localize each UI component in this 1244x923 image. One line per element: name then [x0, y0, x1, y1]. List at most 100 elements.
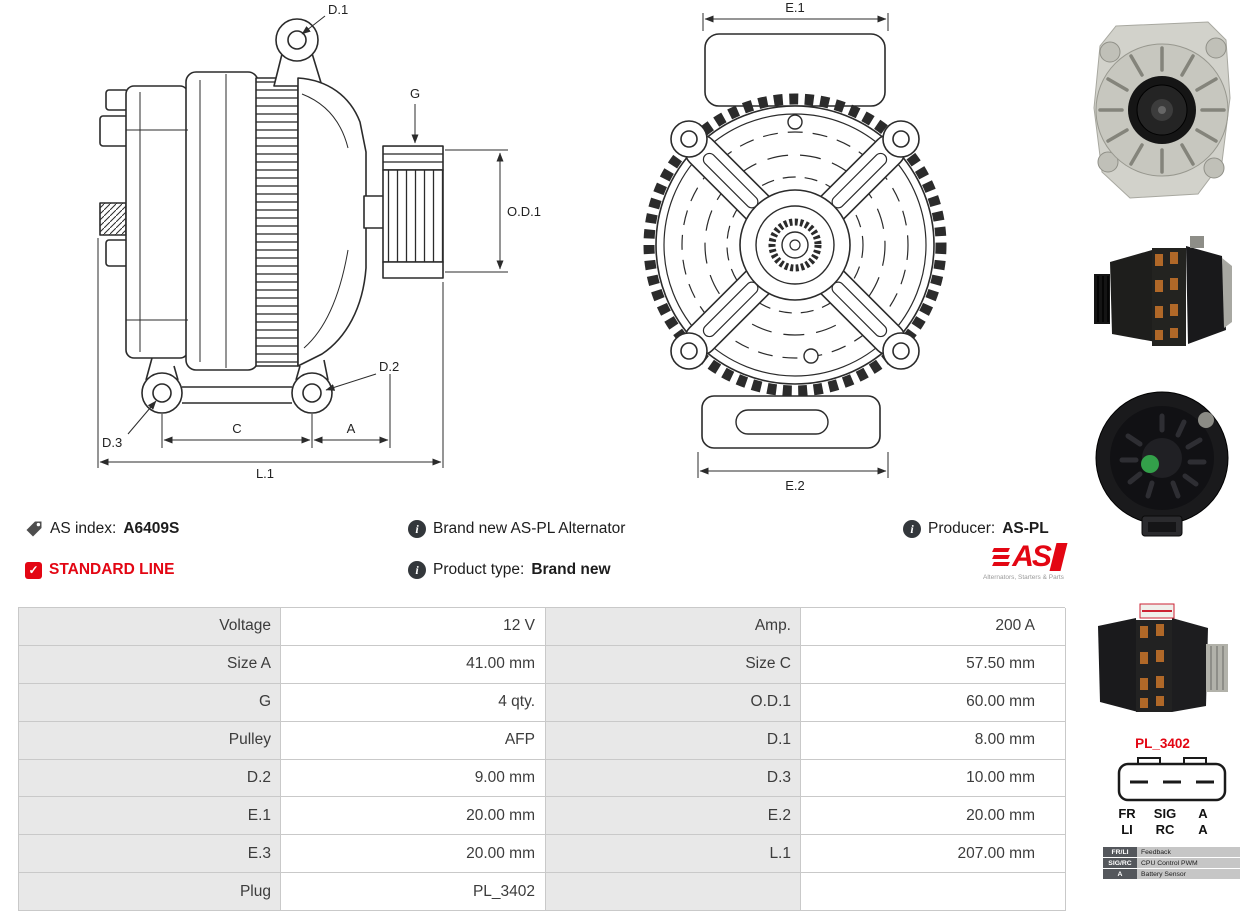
- logo-tagline: Alternators, Starters & Parts: [983, 574, 1064, 581]
- standard-line-row: ✓ STANDARD LINE: [25, 559, 174, 581]
- tag-icon: [26, 521, 42, 537]
- spec-label: [546, 873, 801, 912]
- dim-label-l1: L.1: [256, 466, 274, 481]
- spec-row: Size A 41.00 mm Size C 57.50 mm: [19, 645, 1066, 684]
- spec-value: 41.00 mm: [281, 645, 546, 684]
- spec-value: 200 A: [801, 608, 1066, 646]
- pin-label: RC: [1155, 822, 1175, 837]
- standard-line-label: STANDARD LINE: [49, 561, 175, 578]
- dim-label-e1: E.1: [785, 0, 805, 15]
- pin-label: LI: [1121, 822, 1133, 837]
- product-type-label: Product type:: [433, 561, 525, 578]
- pin-label: A: [1198, 806, 1208, 821]
- dim-label-d3: D.3: [102, 435, 122, 450]
- spec-value: [801, 873, 1066, 912]
- info-icon: i: [903, 520, 921, 538]
- spec-value: 20.00 mm: [281, 835, 546, 874]
- spec-label: Size C: [546, 645, 801, 684]
- spec-label: E.2: [546, 797, 801, 836]
- spec-label: Voltage: [19, 608, 281, 646]
- spec-label: Amp.: [546, 608, 801, 646]
- spec-value: AFP: [281, 721, 546, 760]
- pinout-row: LI RC A: [1110, 822, 1220, 838]
- logo-flag: [1049, 543, 1068, 571]
- dim-label-e2: E.2: [785, 478, 805, 493]
- info-icon: i: [408, 520, 426, 538]
- spec-value: 207.00 mm: [801, 835, 1066, 874]
- spec-label: D.3: [546, 759, 801, 798]
- product-photo-side-left[interactable]: [1088, 596, 1238, 734]
- as-index-label: AS index:: [50, 520, 117, 537]
- as-index-value: A6409S: [123, 520, 180, 537]
- spec-value: 9.00 mm: [281, 759, 546, 798]
- spec-row: E.3 20.00 mm L.1 207.00 mm: [19, 835, 1066, 874]
- as-index-row: AS index: A6409S: [25, 518, 179, 540]
- spec-value: PL_3402: [281, 873, 546, 912]
- pin-label: A: [1198, 822, 1208, 837]
- dim-label-a: A: [347, 421, 356, 436]
- spec-value: 10.00 mm: [801, 759, 1066, 798]
- spec-value: 60.00 mm: [801, 683, 1066, 722]
- spec-value: 57.50 mm: [801, 645, 1066, 684]
- product-photo-side-right[interactable]: [1090, 222, 1236, 372]
- product-type-value: Brand new: [531, 561, 611, 578]
- brand-new-text: Brand new AS-PL Alternator: [433, 520, 626, 537]
- spec-label: E.3: [19, 835, 281, 874]
- spec-label: E.1: [19, 797, 281, 836]
- dim-label-c: C: [232, 421, 241, 436]
- plug-code-label: PL_3402: [1135, 736, 1190, 751]
- plug-connector-diagram: [1117, 757, 1227, 802]
- legend-row: FR/LI Feedback: [1103, 847, 1240, 857]
- spec-row: D.2 9.00 mm D.3 10.00 mm: [19, 759, 1066, 798]
- spec-row: G 4 qty. O.D.1 60.00 mm: [19, 683, 1066, 722]
- product-photo-rear[interactable]: [1090, 380, 1236, 542]
- legend-key: A: [1103, 869, 1137, 879]
- pin-label: SIG: [1153, 806, 1177, 821]
- spec-label: Pulley: [19, 721, 281, 760]
- legend-key: FR/LI: [1103, 847, 1137, 857]
- plug-pinout: FR SIG A LI RC A: [1110, 806, 1220, 838]
- legend-row: A Battery Sensor: [1103, 869, 1240, 879]
- product-type-row: i Product type: Brand new: [408, 559, 611, 581]
- technical-drawing-side-view: D.1 G O.D.1 D.2 D.3 C A L.1: [97, 2, 541, 481]
- dim-label-od1: O.D.1: [507, 204, 541, 219]
- pinout-row: FR SIG A: [1110, 806, 1220, 822]
- checkbox-checked-icon: ✓: [25, 561, 42, 579]
- spec-label: O.D.1: [546, 683, 801, 722]
- producer-row: i Producer: AS-PL: [903, 518, 1049, 540]
- spec-label: Size A: [19, 645, 281, 684]
- spec-label: L.1: [546, 835, 801, 874]
- dim-label-d1: D.1: [328, 2, 348, 17]
- spec-value: 8.00 mm: [801, 721, 1066, 760]
- spec-table: Voltage 12 V Amp. 200 A Size A 41.00 mm …: [18, 607, 1066, 912]
- dim-label-g: G: [410, 86, 420, 101]
- spec-row: E.1 20.00 mm E.2 20.00 mm: [19, 797, 1066, 836]
- spec-label: G: [19, 683, 281, 722]
- spec-value: 12 V: [281, 608, 546, 646]
- spec-row: Plug PL_3402: [19, 873, 1066, 912]
- pin-label: FR: [1118, 806, 1136, 821]
- info-icon: i: [408, 561, 426, 579]
- spec-row: Pulley AFP D.1 8.00 mm: [19, 721, 1066, 760]
- spec-value: 20.00 mm: [801, 797, 1066, 836]
- legend-desc: Feedback: [1137, 847, 1240, 857]
- spec-label: D.2: [19, 759, 281, 798]
- legend-row: SIG/RC CPU Control PWM: [1103, 858, 1240, 868]
- as-pl-logo: AS Alternators, Starters & Parts: [983, 540, 1068, 581]
- brand-new-row: i Brand new AS-PL Alternator: [408, 518, 625, 540]
- spec-label: D.1: [546, 721, 801, 760]
- producer-value: AS-PL: [1002, 520, 1049, 537]
- spec-row: Voltage 12 V Amp. 200 A: [19, 608, 1066, 646]
- as-pl-logo-mark: AS: [992, 540, 1068, 573]
- technical-drawing-front-view: E.1 E.2: [643, 0, 947, 493]
- product-photo-front[interactable]: [1086, 12, 1238, 212]
- dim-label-d2: D.2: [379, 359, 399, 374]
- spec-value: 20.00 mm: [281, 797, 546, 836]
- producer-label: Producer:: [928, 520, 996, 537]
- logo-text: AS: [1012, 540, 1052, 573]
- logo-stripes: [992, 548, 1011, 566]
- plug-legend: FR/LI Feedback SIG/RC CPU Control PWM A …: [1103, 847, 1240, 880]
- legend-key: SIG/RC: [1103, 858, 1137, 868]
- spec-label: Plug: [19, 873, 281, 912]
